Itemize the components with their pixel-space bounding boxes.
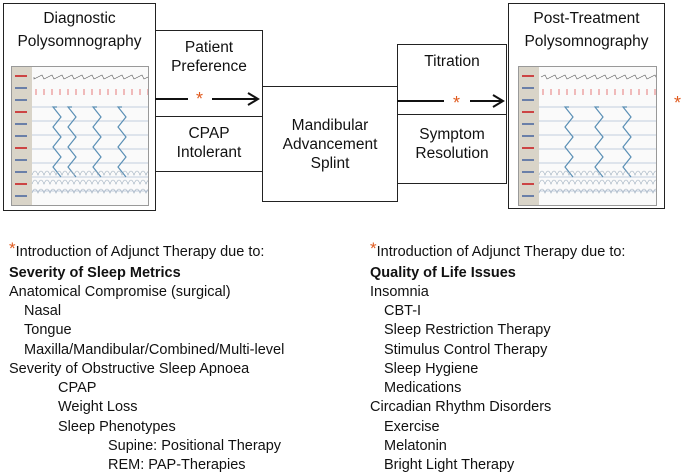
left-intro-star: * (9, 239, 16, 258)
psg-channel-label (15, 123, 27, 125)
right-intro-text: Introduction of Adjunct Therapy due to: (376, 244, 626, 260)
left-item: Weight Loss (58, 399, 138, 415)
cpap-intolerant-line2: Intolerant (176, 144, 242, 161)
left-item: Maxilla/Mandibular/Combined/Multi-level (24, 342, 285, 358)
right-item: Sleep Restriction Therapy (384, 322, 551, 338)
adjunct-star-middle: * (453, 93, 461, 113)
psg-channel-label (15, 75, 27, 77)
symptom-resolution-label: Symptom Resolution (397, 125, 507, 163)
left-item: Sleep Phenotypes (58, 419, 176, 435)
right-heading: Quality of Life Issues (370, 265, 516, 281)
psg-channel-label (522, 183, 534, 185)
symptom-resolution-line2: Resolution (415, 145, 489, 162)
left-item: Nasal (24, 303, 62, 319)
titration-label: Titration (397, 52, 507, 71)
psg-channel-label (522, 123, 534, 125)
psg-channel-label (522, 75, 534, 77)
right-item: Sleep Hygiene (384, 361, 479, 377)
psg-slow-wave (538, 170, 656, 176)
symptom-resolution-line1: Symptom (419, 126, 485, 143)
psg-eeg-trace (540, 74, 656, 80)
titration-text: Titration (424, 53, 480, 70)
patient-cpap-divider (155, 116, 263, 117)
mas-line2: Advancement (282, 136, 378, 153)
psg-eeg-trace (33, 74, 148, 80)
psg-channel-label (15, 171, 27, 173)
patient-preference-box (155, 30, 263, 172)
psg-channel-label (15, 87, 27, 89)
psg-channel-label (522, 195, 534, 197)
left-item: Supine: Positional Therapy (108, 438, 282, 454)
left-item: REM: PAP-Therapies (108, 457, 246, 473)
psg-respiratory-event (66, 106, 77, 178)
psg-respiratory-event (51, 106, 62, 178)
left-item: Anatomical Compromise (surgical) (9, 284, 231, 300)
right-item: Melatonin (384, 438, 447, 454)
psg-respiratory-event (621, 106, 632, 178)
post-treatment-psg-title: Post-Treatment Polysomnography (508, 9, 665, 51)
psg-channel-label (522, 99, 534, 101)
diagnostic-psg-trace-image (11, 66, 149, 206)
left-item: Tongue (24, 322, 72, 338)
diagnostic-title-line1: Diagnostic (43, 10, 116, 27)
post-title-line2: Polysomnography (524, 33, 649, 50)
right-item: Stimulus Control Therapy (384, 342, 548, 358)
mandibular-advancement-splint-label: Mandibular Advancement Splint (262, 116, 398, 173)
post-treatment-psg-trace-image (518, 66, 657, 206)
mas-line3: Splint (310, 155, 350, 172)
left-heading: Severity of Sleep Metrics (9, 265, 181, 281)
psg-respiratory-event (91, 106, 102, 178)
left-item: Severity of Obstructive Sleep Apnoea (9, 361, 250, 377)
right-item: Exercise (384, 419, 440, 435)
psg-channel-label (522, 171, 534, 173)
psg-channel-label (522, 111, 534, 113)
psg-respiratory-event (593, 106, 604, 178)
psg-channel-label (15, 99, 27, 101)
psg-slow-wave (31, 170, 148, 176)
psg-channel-label (15, 111, 27, 113)
psg-slow-wave (31, 179, 148, 185)
left-intro-text: Introduction of Adjunct Therapy due to: (15, 244, 265, 260)
adjunct-star-left: * (196, 89, 204, 109)
left-item: CPAP (58, 380, 97, 396)
cpap-intolerant-label: CPAP Intolerant (155, 124, 263, 162)
diagnostic-title-line2: Polysomnography (17, 33, 142, 50)
patient-preference-label: Patient Preference (155, 38, 263, 76)
left-intro: *Introduction of Adjunct Therapy due to: (9, 239, 264, 262)
psg-channel-label (522, 159, 534, 161)
psg-channel-label (15, 195, 27, 197)
psg-slow-wave (31, 188, 148, 194)
psg-channel-label (15, 183, 27, 185)
psg-channel-label (15, 159, 27, 161)
psg-channel-label (522, 87, 534, 89)
post-title-line1: Post-Treatment (533, 10, 640, 27)
psg-channel-label (522, 147, 534, 149)
psg-slow-wave (538, 188, 656, 194)
psg-respiratory-event (563, 106, 574, 178)
right-item: Bright Light Therapy (384, 457, 515, 473)
adjunct-star-right: * (674, 93, 682, 113)
diagnostic-psg-title: Diagnostic Polysomnography (3, 9, 156, 51)
mandibular-advancement-splint-box (262, 86, 398, 202)
right-intro: *Introduction of Adjunct Therapy due to: (370, 239, 625, 262)
patient-preference-line1: Patient (184, 39, 234, 56)
right-intro-star: * (370, 239, 377, 258)
right-item: Medications (384, 380, 462, 396)
psg-respiratory-event (116, 106, 127, 178)
psg-channel-label (522, 135, 534, 137)
right-item: Circadian Rhythm Disorders (370, 399, 552, 415)
patient-preference-line2: Preference (171, 58, 247, 75)
right-item: CBT-I (384, 303, 422, 319)
psg-channel-label (15, 147, 27, 149)
titration-symptom-divider (397, 114, 507, 115)
psg-channel-label (15, 135, 27, 137)
mas-line1: Mandibular (291, 117, 369, 134)
cpap-intolerant-line1: CPAP (188, 125, 230, 142)
psg-slow-wave (538, 179, 656, 185)
right-item: Insomnia (370, 284, 429, 300)
